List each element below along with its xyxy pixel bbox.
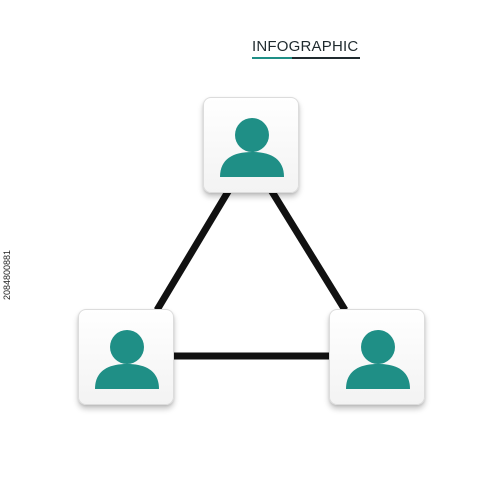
edge-top-right xyxy=(268,188,348,312)
person-node-right xyxy=(329,309,425,405)
user-icon xyxy=(220,118,284,177)
user-icon xyxy=(346,330,410,389)
person-node-top xyxy=(203,97,299,193)
title-underline-accent xyxy=(252,57,292,59)
person-node-left xyxy=(78,309,174,405)
edge-top-left xyxy=(153,188,233,312)
title-underline xyxy=(252,57,360,59)
infographic-title: INFOGRAPHIC xyxy=(252,38,359,55)
user-icon xyxy=(95,330,159,389)
stock-image-id: 2084800881 xyxy=(2,249,12,300)
